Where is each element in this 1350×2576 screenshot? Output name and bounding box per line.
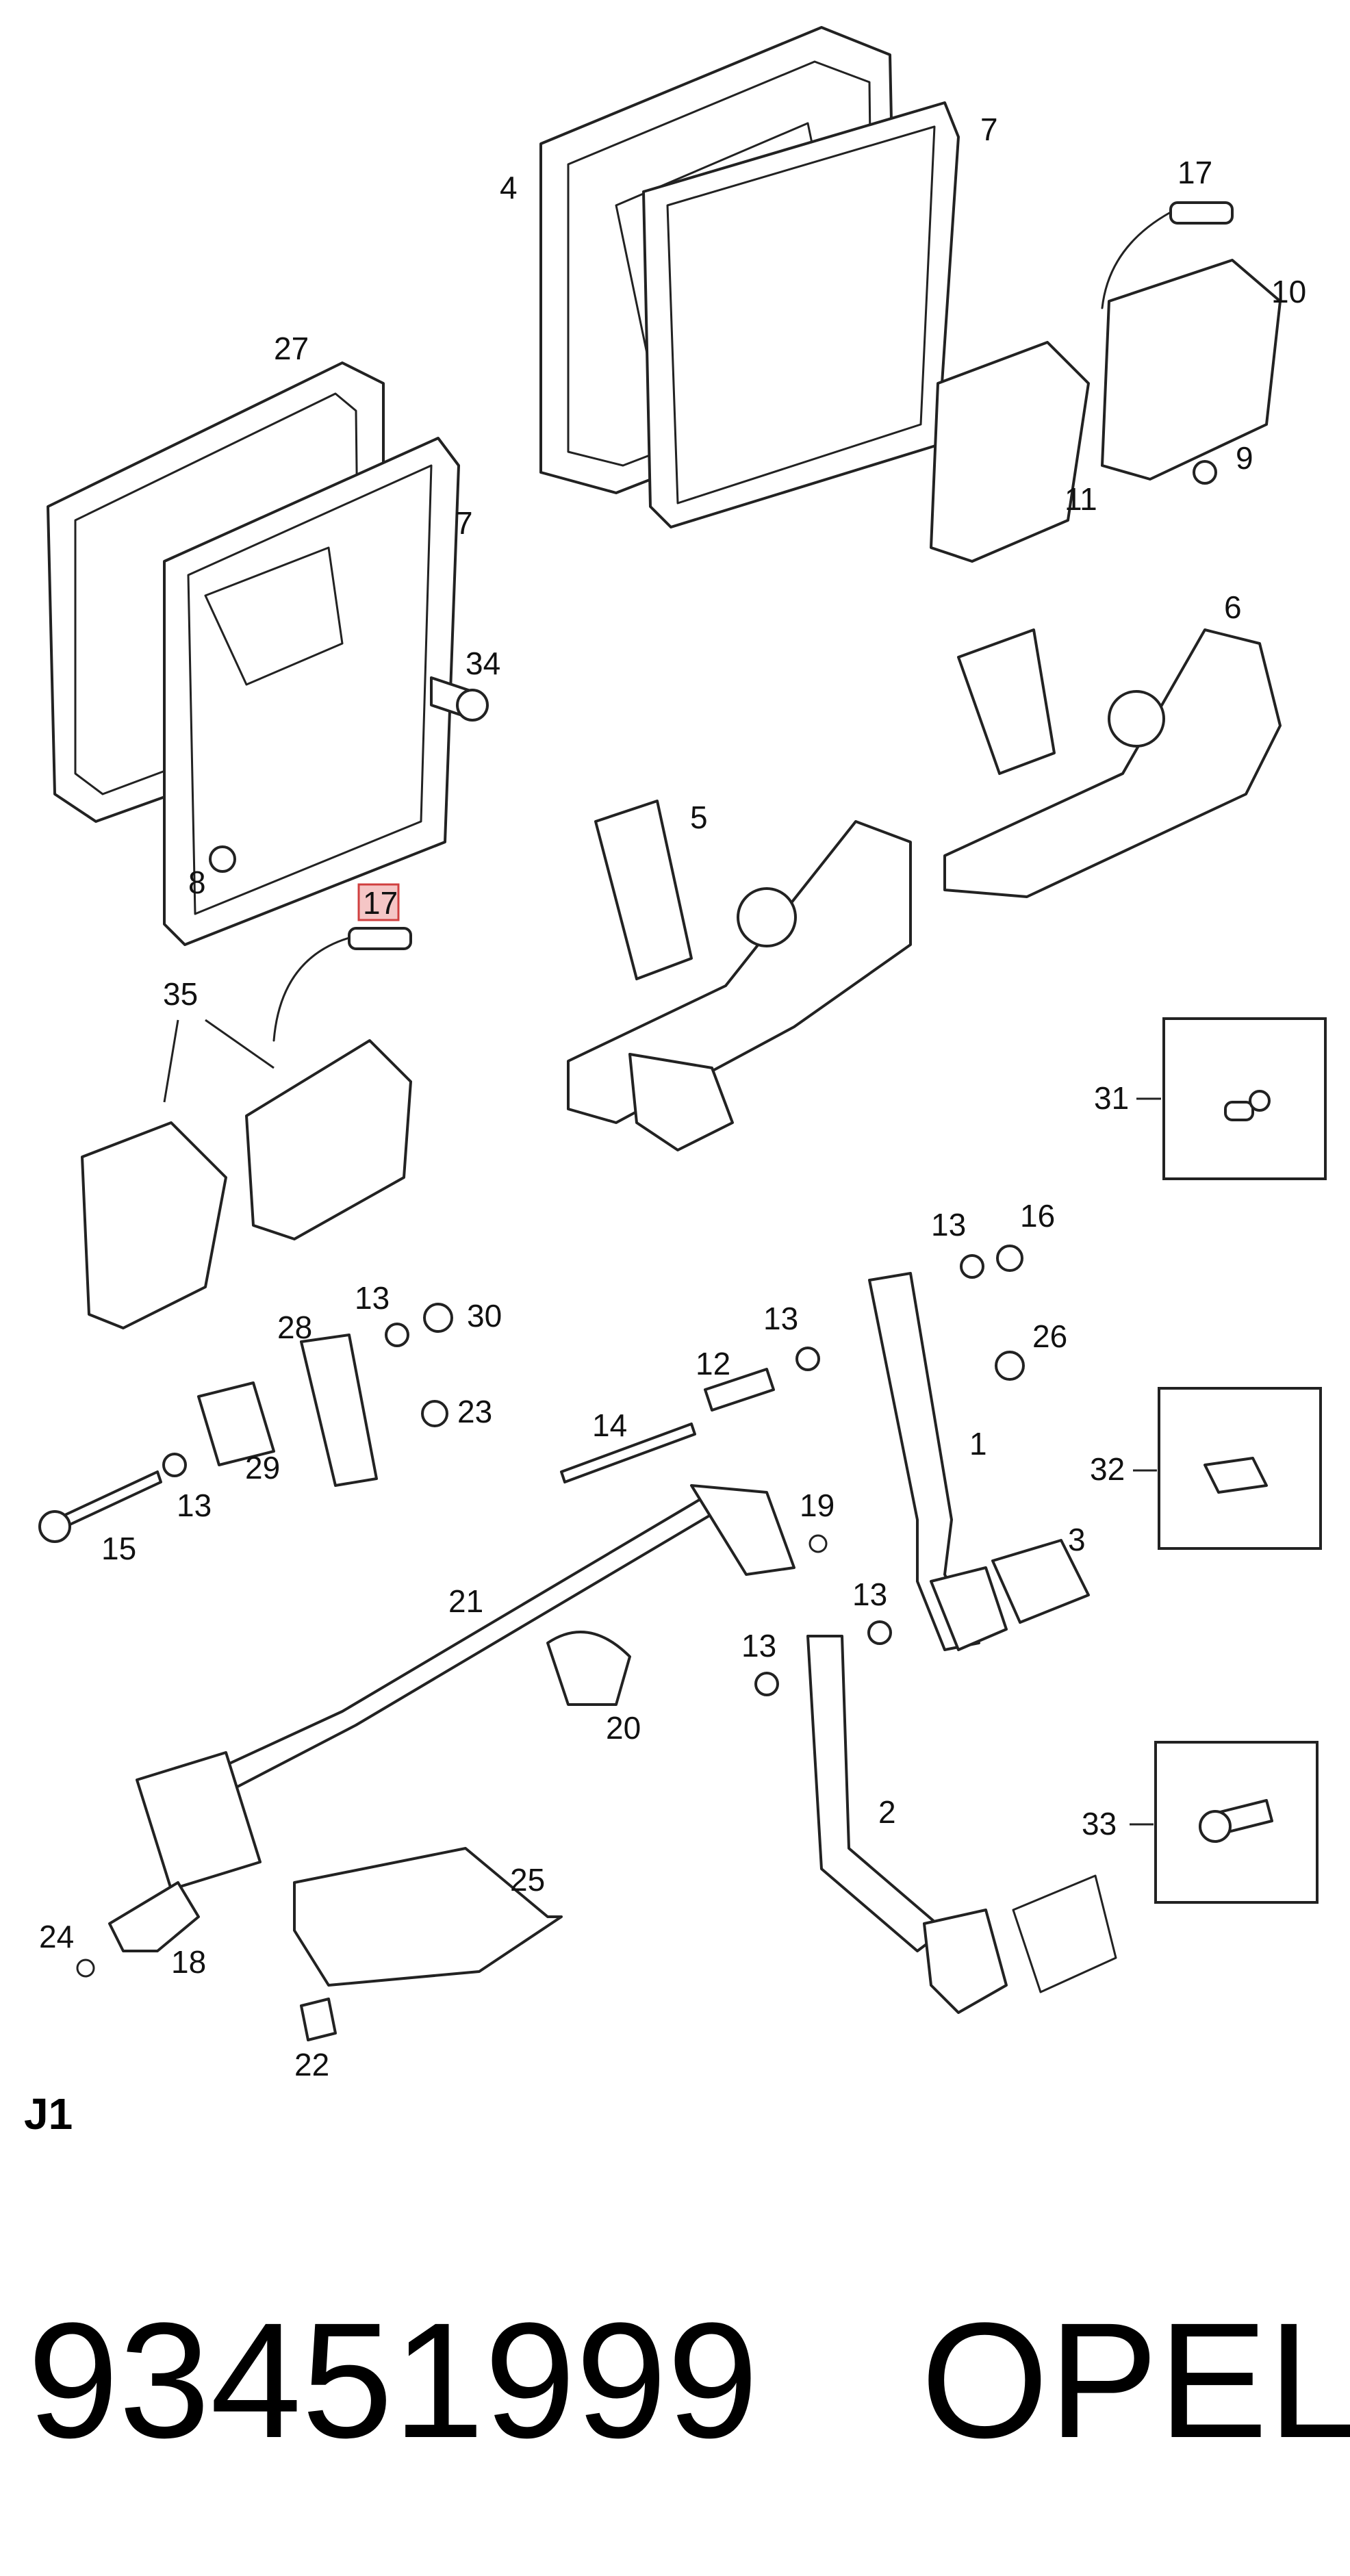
callout-13c: 13	[852, 1577, 887, 1612]
detail-box-32	[1133, 1387, 1322, 1550]
pivot-parts	[38, 1334, 775, 2041]
detail-box-31	[1136, 1017, 1327, 1180]
housing-left	[47, 361, 460, 946]
section-label: J1	[24, 2089, 73, 2139]
callout-12: 12	[696, 1346, 730, 1381]
callout-34: 34	[466, 646, 500, 681]
callout-18: 18	[171, 1944, 206, 1980]
callout-4: 4	[500, 170, 518, 205]
callout-27: 27	[274, 331, 309, 366]
callout-13f: 13	[177, 1488, 212, 1523]
callout-5: 5	[690, 800, 708, 835]
callout-13a: 13	[931, 1207, 966, 1242]
cover-25	[293, 1847, 563, 1987]
callout-28: 28	[277, 1310, 312, 1345]
highlight-17	[357, 883, 400, 921]
callout-23: 23	[457, 1394, 492, 1429]
sensor-17	[272, 201, 1234, 1042]
callout-10: 10	[1271, 274, 1306, 309]
callout-14: 14	[592, 1407, 627, 1443]
shaft-21	[136, 1484, 795, 1891]
callout-33: 33	[1082, 1806, 1117, 1841]
pedal-bracket-6	[943, 628, 1282, 898]
callout-15: 15	[101, 1531, 136, 1566]
bracket-10-11	[930, 259, 1282, 563]
callout-1: 1	[969, 1426, 987, 1462]
callout-13b: 13	[763, 1301, 798, 1336]
callout-labels: 1 2 3 4 5 6 7 7 8 9 10 11 12 13 13 13 13…	[39, 112, 1306, 2082]
detail-box-33	[1130, 1741, 1319, 1904]
callout-13e: 13	[355, 1280, 390, 1316]
callout-19: 19	[800, 1488, 835, 1523]
callout-21: 21	[448, 1583, 483, 1619]
pedal-1	[868, 1272, 1090, 1651]
hardware-small	[209, 460, 1217, 873]
nuts-and-clips	[76, 1245, 1025, 1978]
callout-8: 8	[188, 865, 206, 900]
callout-30: 30	[467, 1298, 502, 1334]
callout-9: 9	[1236, 440, 1253, 476]
callout-32: 32	[1090, 1451, 1125, 1487]
callout-31: 31	[1094, 1080, 1129, 1116]
callout-6: 6	[1224, 589, 1242, 625]
pedal-bracket-5	[567, 800, 912, 1151]
callout-11: 11	[1065, 481, 1097, 517]
callout-16: 16	[1020, 1198, 1055, 1234]
callout-20: 20	[606, 1710, 641, 1746]
callout-2: 2	[878, 1794, 896, 1830]
callout-3: 3	[1068, 1522, 1086, 1557]
callout-29: 29	[245, 1450, 280, 1485]
callout-17a: 17	[1177, 155, 1212, 190]
callout-35: 35	[163, 976, 198, 1012]
callout-25: 25	[510, 1862, 545, 1898]
callout-7b: 7	[455, 505, 473, 541]
callout-26: 26	[1032, 1318, 1067, 1354]
callout-22: 22	[294, 2047, 329, 2082]
pedal-2	[806, 1635, 1117, 2014]
bracket-35	[81, 1019, 412, 1329]
part-number: 93451999	[27, 2288, 759, 2472]
brand-name: OPEL	[921, 2288, 1350, 2472]
callout-24: 24	[39, 1919, 74, 1954]
callout-17b: 17	[363, 885, 398, 921]
callout-7a: 7	[980, 112, 998, 147]
callout-13d: 13	[741, 1628, 776, 1663]
housing-upper	[539, 26, 960, 528]
